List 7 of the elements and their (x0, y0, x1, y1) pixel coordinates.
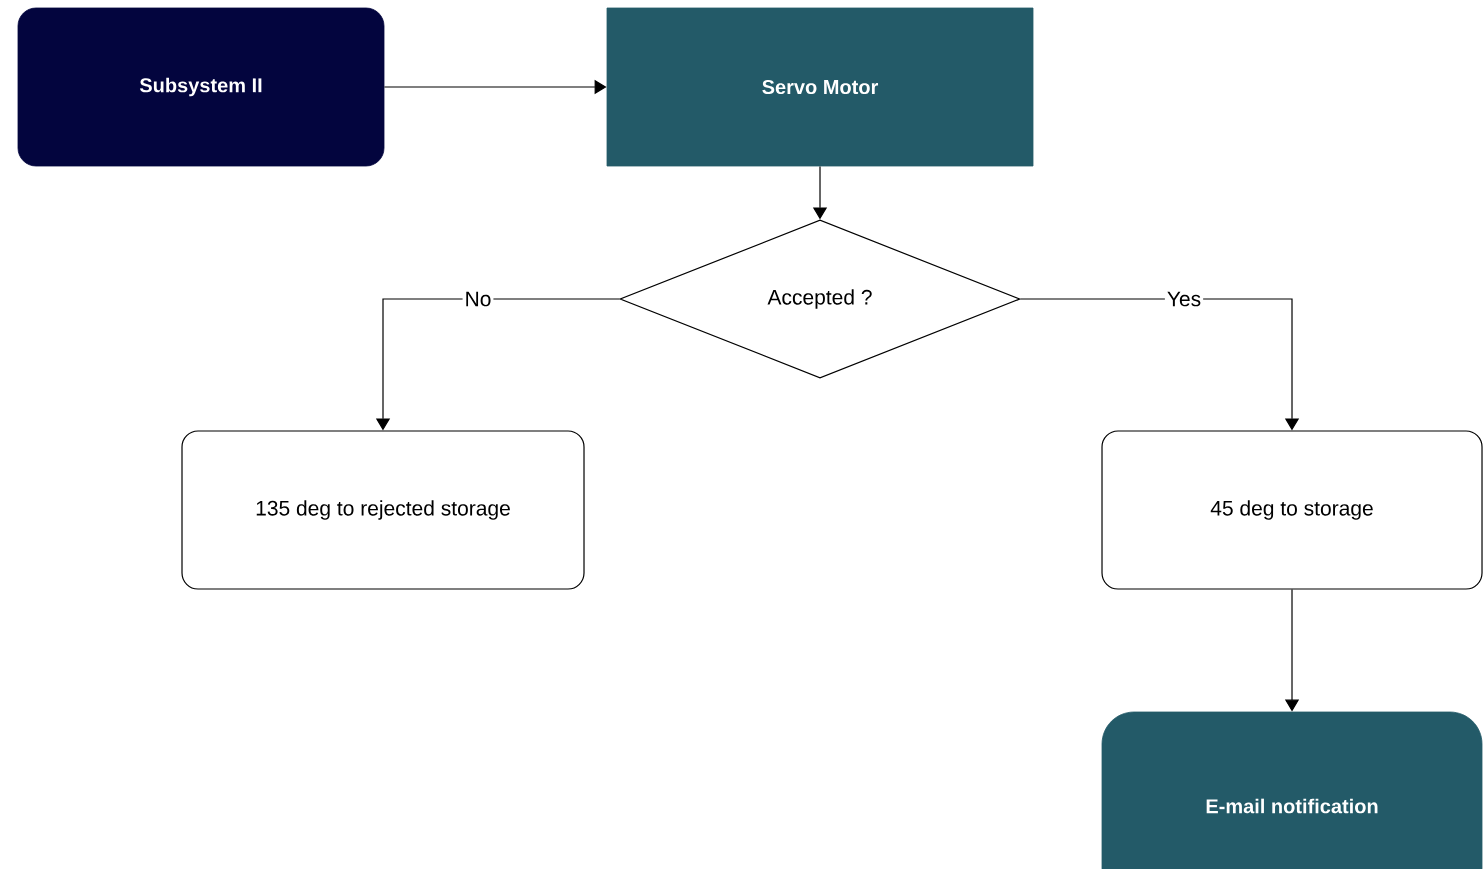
edge-label: No (462, 289, 494, 309)
process-box: Subsystem II (17, 7, 385, 167)
edge-label: Yes (1164, 289, 1204, 309)
process-box: 135 deg to rejected storage (181, 430, 585, 590)
process-box: Servo Motor (606, 7, 1034, 167)
terminal-box: E-mail notification (1101, 711, 1483, 869)
process-box: 45 deg to storage (1101, 430, 1483, 590)
